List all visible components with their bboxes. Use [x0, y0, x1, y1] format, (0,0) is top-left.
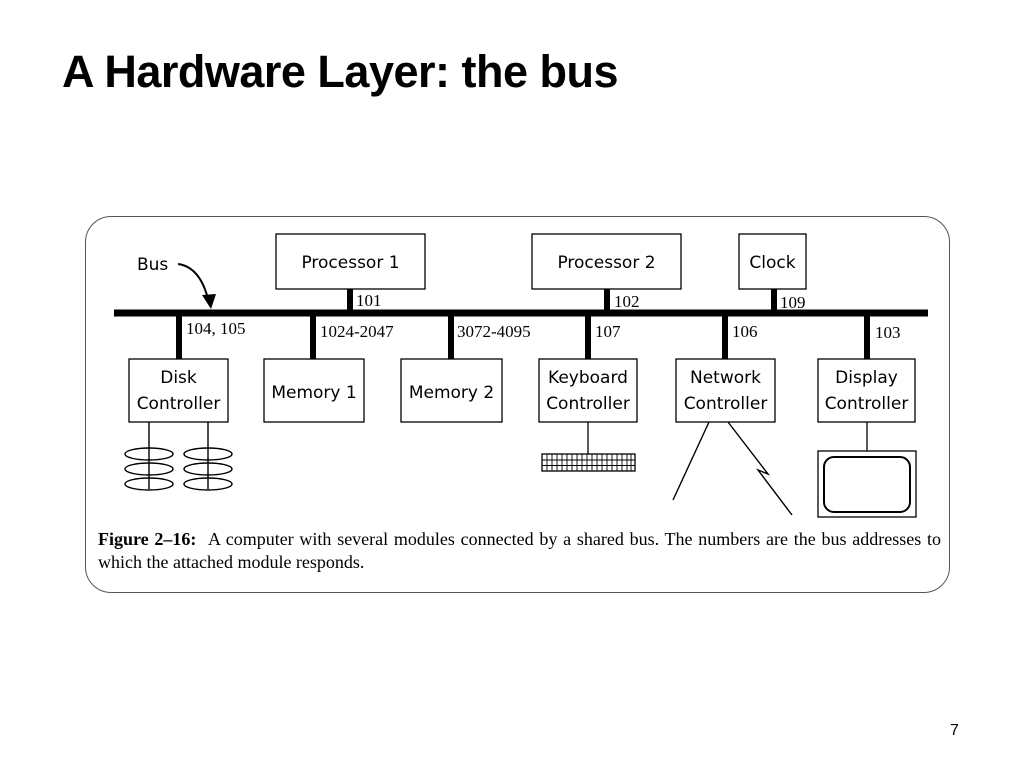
monitor-icon — [817, 450, 917, 518]
network-controller-label-line2: Controller — [684, 394, 768, 414]
clock-label: Clock — [749, 253, 795, 273]
module-clock: Clock 109 — [738, 233, 807, 313]
keyboard-controller-box — [538, 358, 638, 423]
module-memory-2: 3072-4095 Memory 2 — [400, 313, 531, 423]
disk-platters-icon — [124, 422, 233, 491]
keyboard-controller-label-line1: Keyboard — [548, 368, 628, 388]
display-controller-box — [817, 358, 916, 423]
slide-number: 7 — [950, 722, 959, 739]
bus-arrow-head-icon — [202, 294, 216, 309]
processor-1-address: 101 — [356, 291, 382, 310]
memory-1-box — [263, 358, 365, 423]
memory-2-address: 3072-4095 — [457, 322, 531, 341]
memory-1-address: 1024-2047 — [320, 322, 394, 341]
module-disk-controller: 104, 105 Disk Controller — [124, 313, 246, 491]
module-display-controller: 103 Display Controller — [817, 313, 917, 518]
slide-title: A Hardware Layer: the bus — [62, 46, 619, 97]
display-controller-label-line2: Controller — [825, 394, 909, 414]
memory-2-label: Memory 2 — [409, 383, 494, 403]
display-controller-label-line1: Display — [835, 368, 898, 388]
disk-controller-box — [128, 358, 229, 423]
module-processor-1: Processor 1 101 — [275, 233, 426, 313]
disk-controller-label-line2: Controller — [137, 394, 221, 414]
disk-address: 104, 105 — [186, 319, 246, 338]
module-memory-1: 1024-2047 Memory 1 — [263, 313, 394, 423]
memory-2-box — [400, 358, 503, 423]
figure-caption-label: Figure 2–16: — [98, 529, 197, 549]
memory-1-label: Memory 1 — [271, 383, 356, 403]
processor-1-label: Processor 1 — [301, 253, 399, 273]
disk-controller-label-line1: Disk — [160, 368, 197, 388]
network-controller-label-line1: Network — [690, 368, 761, 388]
network-address: 106 — [732, 322, 758, 341]
keyboard-icon — [541, 453, 636, 472]
display-address: 103 — [875, 323, 901, 342]
module-keyboard-controller: 107 Keyboard Controller — [538, 313, 638, 472]
clock-address: 109 — [780, 293, 806, 312]
processor-1-box — [275, 233, 426, 290]
processor-2-address: 102 — [614, 292, 640, 311]
network-link-icon — [672, 421, 793, 516]
bus-label: Bus — [137, 255, 168, 275]
keyboard-address: 107 — [595, 322, 621, 341]
bus-diagram: Bus Processor 1 101 Processor 2 102 Cloc… — [114, 233, 928, 518]
figure-caption: Figure 2–16: A computer with several mod… — [98, 528, 941, 574]
network-controller-box — [675, 358, 776, 423]
keyboard-controller-label-line2: Controller — [546, 394, 630, 414]
figure-frame: Bus Processor 1 101 Processor 2 102 Cloc… — [85, 216, 950, 593]
module-network-controller: 106 Network Controller — [672, 313, 793, 516]
figure-caption-text: A computer with several modules connecte… — [98, 529, 942, 572]
module-processor-2: Processor 2 102 — [531, 233, 682, 313]
processor-2-label: Processor 2 — [557, 253, 655, 273]
